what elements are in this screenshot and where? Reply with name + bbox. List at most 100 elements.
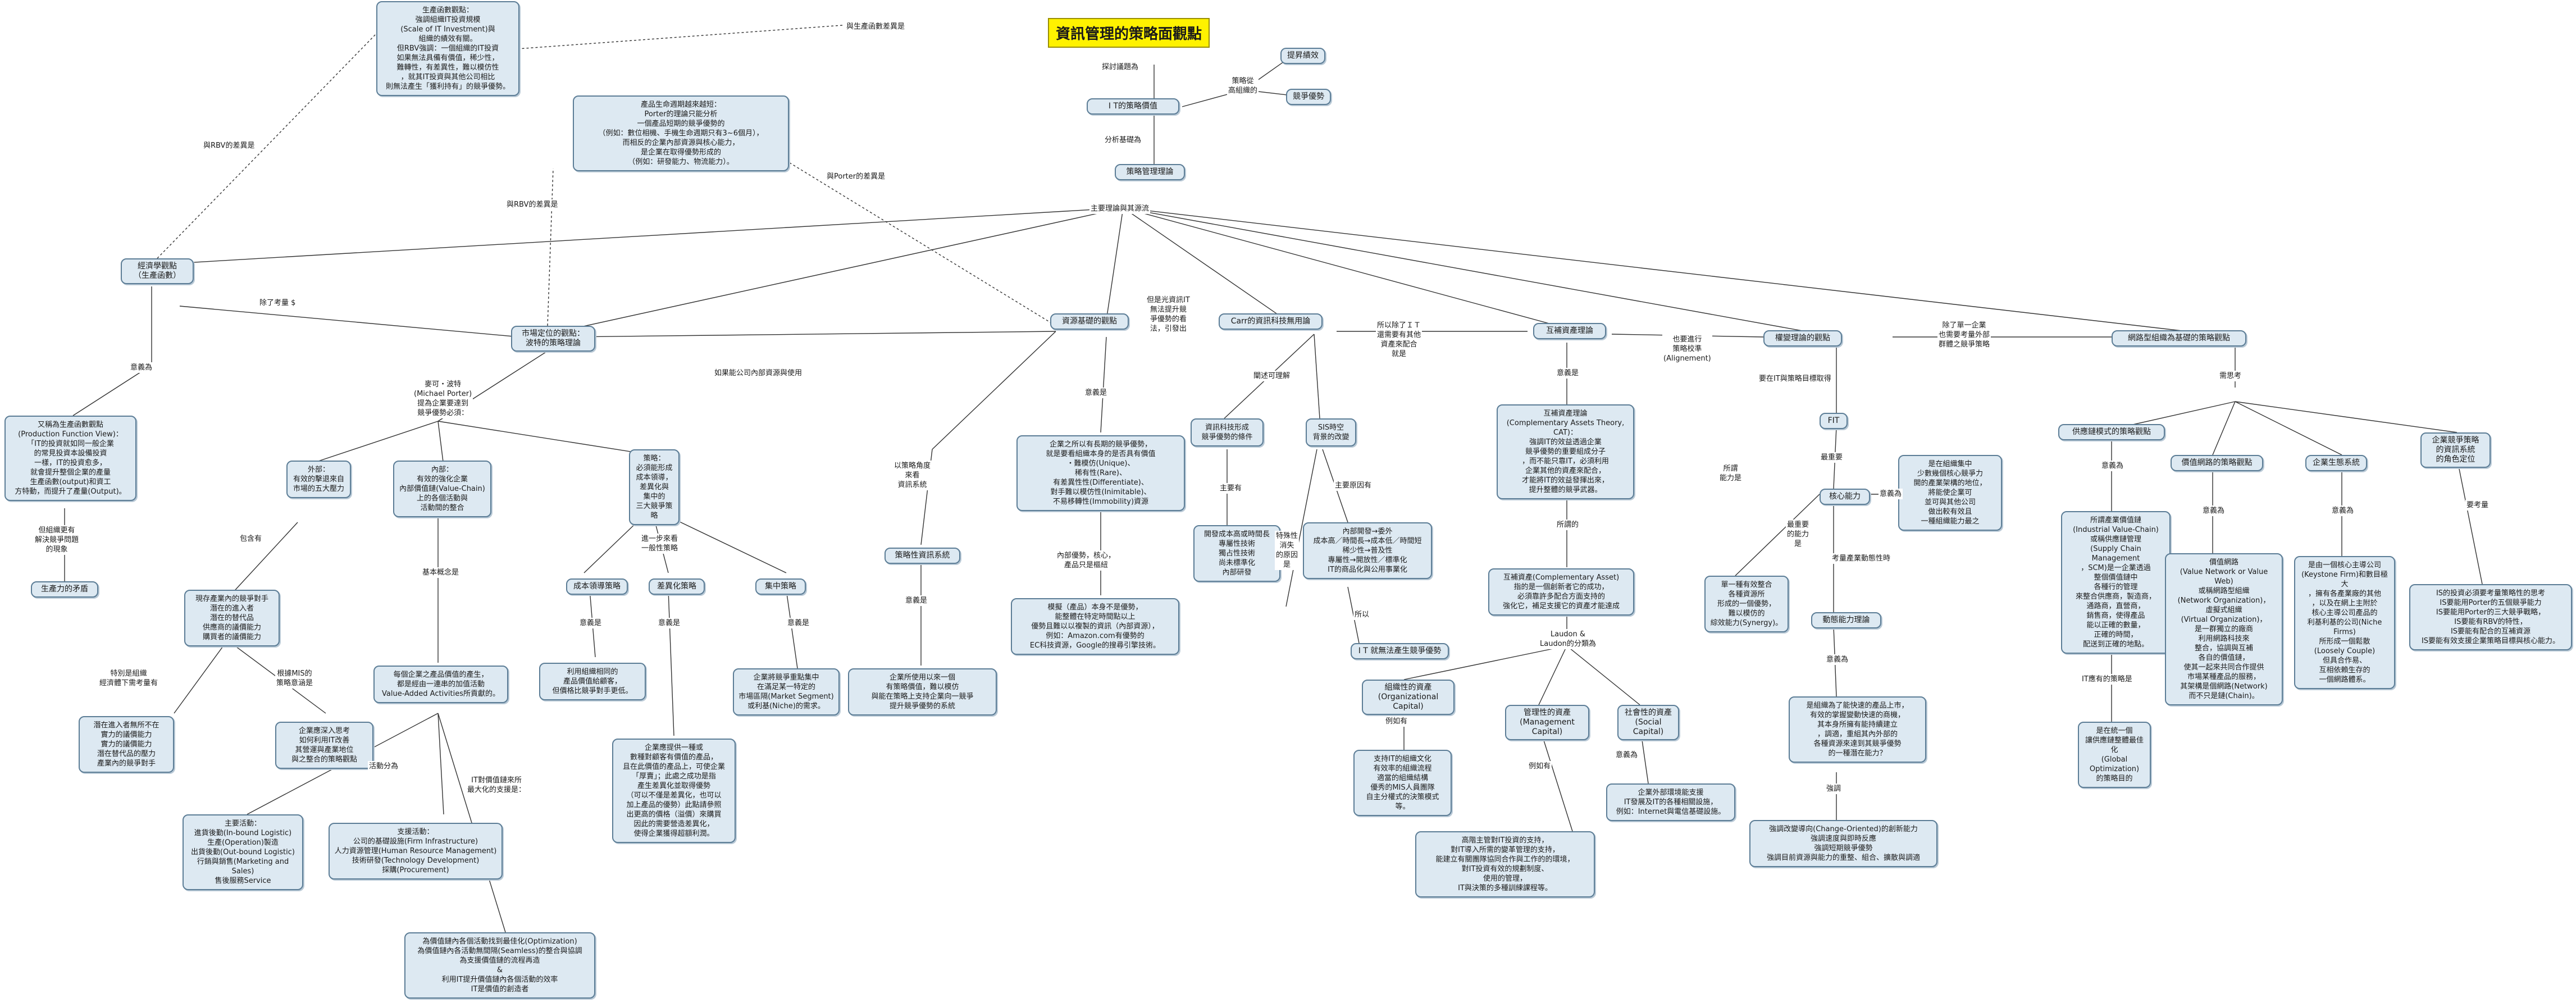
node-supply-chain[interactable]: 供應鏈模式的策略觀點 <box>2058 424 2165 440</box>
label-rbv-diff-1: 與RBV的差異是 <box>202 140 256 151</box>
label-example-mgmt: 例如有 <box>1528 761 1552 772</box>
label-fit-strategy: 也要進行 策略校準 (Alignement) <box>1662 334 1712 364</box>
label-main-have: 主要有 <box>1219 483 1243 494</box>
label-needs: 需思考 <box>2218 371 2243 381</box>
node-productivity-paradox[interactable]: 生產力的矛盾 <box>31 581 98 598</box>
node-support-activities[interactable]: 支援活動： 公司的基礎設施(Firm Infrastructure) 人力資源管… <box>329 823 503 880</box>
node-carr[interactable]: Carr的資訊科技無用論 <box>1219 313 1323 330</box>
node-mgmt-detail[interactable]: 高階主管對IT投資的支持， 對IT導入所需的變革管理的支持， 能建立有關團隊協同… <box>1415 831 1595 897</box>
node-complementary-asset-def[interactable]: 互補資產(Complementary Asset) 指的是一個創新者它的成功， … <box>1488 568 1634 616</box>
node-org-detail[interactable]: 支持IT的組織文化 有效率的組織流程 適當的組織結構 優秀的MIS人員團隊 自主… <box>1353 750 1452 816</box>
label-activity-split: 活動分為 <box>368 761 400 772</box>
node-core-detail[interactable]: 是在組織集中 少數幾個核心競爭力 開的產業架構的地位， 將能使企業可 並可與其他… <box>1898 455 2002 531</box>
node-focus-detail[interactable]: 企業將競爭重點集中 在滿足某一特定的 市場區隔(Market Segment) … <box>733 668 840 716</box>
node-fit[interactable]: FIT <box>1820 413 1848 429</box>
node-eco-detail[interactable]: 是由一個核心主導公司 (Keystone Firm)和數目極大 ，擁有各產業廠的… <box>2294 556 2395 689</box>
node-strategy-theory[interactable]: 策略管理理論 <box>1115 164 1185 180</box>
node-five-forces[interactable]: 外部： 有效的擊退來自 市場的五大壓力 <box>286 461 351 498</box>
node-ecosystem[interactable]: 企業生態系統 <box>2305 455 2367 471</box>
label-pf-diff: 與生產函數差異是 <box>845 21 906 32</box>
label-porter: 麥可・波特 (Michael Porter) 提為企業要達到 競爭優勢必須： <box>413 379 473 418</box>
node-network-view[interactable]: 網路型組織為基礎的策略觀點 <box>2112 330 2246 347</box>
node-social-detail[interactable]: 企業外部環境能支援 IT發展及IT的各種相關設施， 例如：Internet與電信… <box>1606 783 1735 821</box>
node-sis-doubt[interactable]: SIS時空 背景的改變 <box>1306 418 1356 446</box>
node-value-chain[interactable]: 內部： 有效的強化企業 內部價值鏈(Value-Chain) 上的各個活動與 活… <box>393 461 491 517</box>
label-laudon: Laudon & Laudon的分類為 <box>1539 629 1597 649</box>
node-sc-detail[interactable]: 所謂產業價值鏈 (Industrial Value-Chain) 或稱供應鏈管理… <box>2061 511 2171 654</box>
label-meaning-dyn: 意義為 <box>1825 654 1850 665</box>
label-so-called: 所謂 能力是 <box>1718 463 1743 484</box>
label-internal-use: 如果能公司內部資源與使用 <box>713 368 804 379</box>
node-it-strategic-value[interactable]: I T的策略價值 <box>1087 98 1179 115</box>
node-five-forces-detail[interactable]: 現存產業內的競爭對手 潛在的進入者 潛在的替代品 供應商的議價能力 購買者的議價… <box>184 590 280 646</box>
label-specific: 特別是組織 經濟體下需考量有 <box>98 668 159 689</box>
label-meaning-sis: 意義是 <box>904 595 929 606</box>
node-dynamic-detail[interactable]: 是組織為了能快速的產品上市， 有效的掌握變動快速的商機， 其本身所擁有能持續建立… <box>1789 696 1926 763</box>
label-meaning-cat: 意義是 <box>1556 368 1580 379</box>
node-rbv-detail[interactable]: 企業之所以有長期的競爭優勢， 就是要看組織本身的是否具有價值 ・難模仿(Uniq… <box>1016 435 1185 511</box>
label-need-cap: 最重要 的能力 是 <box>1786 520 1811 549</box>
node-change-ability[interactable]: 強調改變導向(Change-Oriented)的創新能力 強調速度與即時反應 強… <box>1749 820 1937 867</box>
label-meaning-core: 意義為 <box>1879 489 1903 499</box>
node-mgmt-capital[interactable]: 管理性的資產 (Management Capital) <box>1505 705 1589 740</box>
node-social-capital[interactable]: 社會性的資產 (Social Capital) <box>1617 705 1679 740</box>
node-market-positioning[interactable]: 市場定位的觀點： 波特的策略理論 <box>511 326 595 352</box>
node-sis-detail[interactable]: 企業所使用以來一個 有策略價值，難以模仿 與能在策略上支持企業向一競爭 提升競爭… <box>848 668 997 716</box>
node-sis[interactable]: 策略性資訊系統 <box>884 548 960 564</box>
node-it-role-detail[interactable]: IS的投資必須要考量策略性的思考 IS要能用Porter的五個競爭能力 IS要能… <box>2409 584 2572 650</box>
node-synergy[interactable]: 單一種有效整合 各種資源所 形成的一個優勢， 難以模仿的 綜效能力(Synerg… <box>1704 576 1789 632</box>
node-sc-goal[interactable]: 是在統一個 讓供應鏈整體最佳化 (Global Optimization) 的策… <box>2078 722 2151 788</box>
label-carr-why: 但是光資訊IT 無法提升競 爭優勢的看 法，引發出 <box>1146 295 1191 334</box>
label-except-comp: 除了單一企業 也需要考量外部 群體之競爭策略 <box>1937 320 1991 350</box>
label-further: 進一步來看 一般性策略 <box>640 534 680 554</box>
node-it-commodity[interactable]: 資訊科技形成 競爭優勢的條件 <box>1191 418 1264 446</box>
node-porter-product[interactable]: 產品生命週期越來越短： Porter的理論只能分析 一個產品短期的競爭優勢的 （… <box>573 95 789 171</box>
label-emphasis: 強調 <box>1825 783 1843 794</box>
page-title: 資訊管理的策略面觀點 <box>1048 18 1210 48</box>
label-meaning-diff: 意義是 <box>657 618 682 628</box>
node-rbv-inside[interactable]: 模擬（產品）本身不是優勢， 能整體在特定時間點以上 優勢且難以以複製的資訊（內部… <box>1011 598 1179 655</box>
label-explain: 闡述可理解 <box>1252 371 1292 381</box>
node-pf-detail[interactable]: 又稱為生產函數觀點 (Production Function View)： 「I… <box>4 416 136 501</box>
node-competitive-advantage[interactable]: 競爭優勢 <box>1286 89 1331 105</box>
label-most-key: 最重要 <box>1820 452 1844 463</box>
node-production-function[interactable]: 經濟學觀點 （生產函數） <box>121 258 194 284</box>
label-solve: 但組織更有 解決競爭問題 的現象 <box>34 525 80 555</box>
node-primary-activities[interactable]: 主要活動： 進貨後勤(In-bound Logistic) 生產(Operati… <box>183 814 303 890</box>
node-resource-based[interactable]: 資源基礎的觀點 <box>1050 313 1129 330</box>
node-it-detail[interactable]: 開發成本高或時間長 專屬性技術 獨占性技術 尚未標準化 內部研發 <box>1193 525 1280 582</box>
node-entry-threat[interactable]: 潛在進入者無所不在 實力的議價能力 實力的議價能力 潛在替代品的壓力 產業內的競… <box>79 716 174 773</box>
label-meaning-pf: 意義為 <box>129 362 154 373</box>
node-vn-detail[interactable]: 價值網路 (Value Network or Value Web) 或稱網路型組… <box>2165 553 2283 705</box>
label-basic-concept: 基本概念是 <box>421 567 461 578</box>
node-sis-change[interactable]: 內部開發→委外 成本高／時間長→成本低／時間短 稀少性→普及性 專屬性→開放性／… <box>1303 522 1432 579</box>
node-economic-scale[interactable]: 生產函數觀點： 強調組織IT投資規模 (Scale of IT Investme… <box>376 1 519 96</box>
node-complementary-assets[interactable]: 互補資產理論 <box>1533 323 1606 339</box>
node-focus[interactable]: 集中策略 <box>755 578 806 595</box>
label-it-strategy: IT應有的策略是 <box>2081 674 2133 685</box>
label-porter-diff: 與Porter的差異是 <box>826 171 887 182</box>
node-dynamic-view[interactable]: 權變理論的觀點 <box>1763 330 1842 347</box>
node-value-chain-optimization[interactable]: 為價值鏈內各個活動找到最佳化(Optimization) 為價值鏈內各活動無間隔… <box>404 932 595 999</box>
node-it-as-tool[interactable]: I T 就無法產生競爭優勢 <box>1351 643 1449 659</box>
node-three-strategies[interactable]: 策略： 必須能形成 成本領導， 差異化與 集中的 三大競爭策略 <box>629 449 680 525</box>
node-cost-leadership[interactable]: 成本領導策略 <box>566 578 628 595</box>
node-value-activities[interactable]: 每個企業之產品價值的產生， 都是經由一連串的加值活動 Value-Added A… <box>373 666 508 703</box>
label-need-fit: 要在IT與策略目標取得 <box>1758 373 1832 384</box>
node-it-role[interactable]: 企業競爭策略 的資訊系統 的角色定位 <box>2420 432 2491 468</box>
node-improve-efficiency[interactable]: 提昇績效 <box>1280 48 1325 64</box>
label-example-org: 例如有 <box>1384 716 1409 727</box>
node-value-network[interactable]: 價值網路的策略觀點 <box>2171 455 2263 471</box>
node-core-competence[interactable]: 核心能力 <box>1820 489 1870 505</box>
label-meaning-social: 意義為 <box>1615 750 1639 760</box>
node-differentiation[interactable]: 差異化策略 <box>649 578 705 595</box>
node-cost-detail[interactable]: 利用組織相同的 產品價值給顧客， 但價格比競爭對手更低。 <box>539 663 646 700</box>
node-cat-detail[interactable]: 互補資產理論 (Complementary Assets Theory, CAT… <box>1497 404 1634 499</box>
node-dynamic-capability[interactable]: 動態能力理論 <box>1811 612 1881 628</box>
node-diff-detail[interactable]: 企業應提供一種或 數種對顧客有價值的產品， 且在此價值的產品上，可使企業 「厚賣… <box>612 739 736 843</box>
node-mis-strategy[interactable]: 企業應深入思考 如何利用IT改善 其營運與產業地位 與之整合的策略觀點 <box>275 722 373 769</box>
node-org-capital[interactable]: 組織性的資產 (Organizational Capital) <box>1362 680 1455 715</box>
label-main-theories: 主要理論與其源流 <box>1089 203 1151 214</box>
label-meaning-sc: 意義為 <box>2100 461 2125 471</box>
label-meaning-eco: 意義為 <box>2331 505 2355 516</box>
